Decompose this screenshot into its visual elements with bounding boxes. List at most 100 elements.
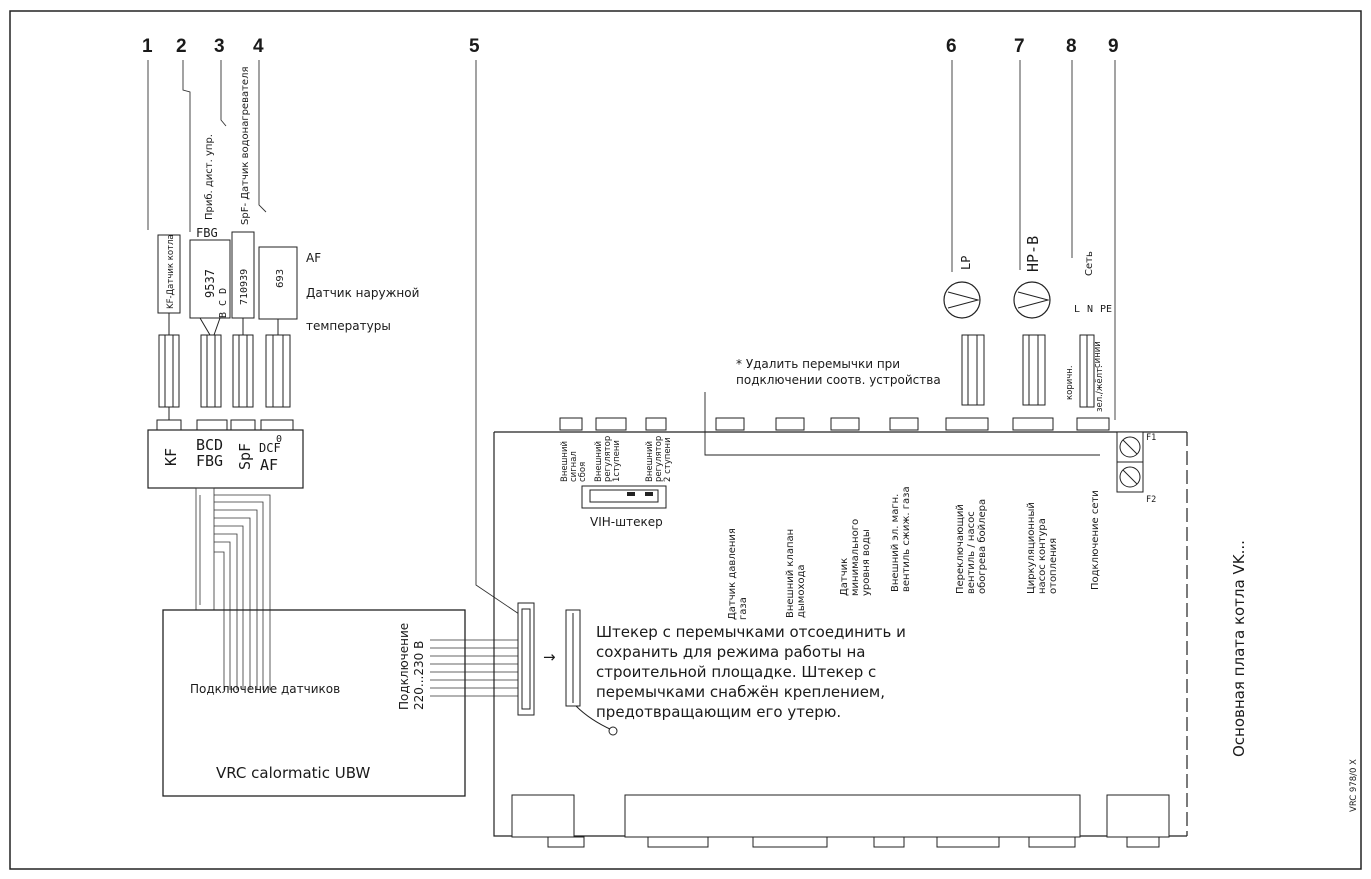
vrc-power-conn-1: Подключение	[397, 623, 411, 710]
callout-8: 8	[1066, 36, 1077, 57]
ext-signal-labels: Внешний сигнал сбоя Внешний регулятор 1с…	[560, 436, 673, 482]
fbg-title: Приб. дист. упр.	[204, 134, 215, 220]
svg-text:→: →	[543, 648, 556, 666]
spf-number: 710939	[239, 269, 250, 305]
bottom-connectors	[511, 794, 1170, 848]
wire-blue: синий	[1093, 341, 1103, 368]
lp-label: LP	[959, 256, 973, 270]
svg-text:обогрева бойлера: обогрева бойлера	[977, 499, 988, 594]
fbg-code: FBG	[196, 226, 218, 240]
svg-text:насос контура: насос контура	[1037, 518, 1048, 594]
sensor-af: 693 AF Датчик наружной температуры	[258, 246, 419, 431]
svg-text:перемычками снабжён крепление: перемычками снабжён креплением,	[596, 683, 885, 701]
fbg-pins: B C D	[218, 288, 229, 318]
svg-text:вентиль / насос: вентиль / насос	[966, 511, 977, 594]
jumper-note: Штекер с перемычками отсоединить и сохра…	[596, 623, 906, 721]
drawing-id: VRC 978/0 X	[1349, 759, 1359, 812]
callout-9: 9	[1108, 36, 1119, 57]
fbg-number: 9537	[203, 269, 217, 298]
leader-lines	[147, 60, 1116, 615]
board-title: Основная плата котла VK...	[1230, 540, 1248, 757]
svg-text:Циркуляционный: Циркуляционный	[1026, 502, 1037, 594]
tb-bcd: BCD	[196, 436, 223, 454]
svg-text:сбоя: сбоя	[578, 462, 588, 482]
sensor-fbg: Приб. дист. упр. FBG 9537 B C D	[189, 134, 231, 431]
sensor-terminal-block: KF BCD FBG SpF DCF 0 AF	[147, 429, 304, 489]
tb-spf: SpF	[236, 443, 254, 470]
mains-connection: Сеть L N PE коричн. синий зел./жёлт.	[1065, 251, 1112, 412]
mains-l: L	[1074, 304, 1080, 315]
tb-kf: KF	[162, 448, 180, 466]
svg-text:Штекер с перемычками отсоедини: Штекер с перемычками отсоединить и	[596, 623, 906, 641]
hpb-label: HP-B	[1024, 236, 1042, 272]
remove-jumpers-note: * Удалить перемычки при подключении соот…	[736, 357, 941, 387]
svg-text:строительной площадке. Штекер: строительной площадке. Штекер с	[596, 663, 876, 681]
pump-hpb: HP-B	[1013, 236, 1051, 406]
svg-text:уровня воды: уровня воды	[861, 529, 872, 596]
vrc-name: VRC calormatic UBW	[216, 764, 370, 782]
function-labels: Датчик давления газа Внешний клапан дымо…	[727, 486, 1101, 620]
fuse-f2-label: F2	[1146, 495, 1156, 505]
vrc-sensor-connection: Подключение датчиков	[190, 682, 340, 696]
vih-label: VIH-штекер	[590, 515, 663, 529]
svg-text:Внешний: Внешний	[560, 441, 570, 482]
svg-text:Подключение сети: Подключение сети	[1090, 490, 1101, 590]
wire-greenyellow: зел./жёлт.	[1095, 365, 1105, 412]
svg-text:* Удалить перемычки при: * Удалить перемычки при	[736, 357, 900, 371]
svg-text:Переключающий: Переключающий	[955, 504, 966, 594]
svg-text:сохранить для режима работы на: сохранить для режима работы на	[596, 643, 865, 661]
tb-af: AF	[260, 456, 278, 474]
svg-text:отопления: отопления	[1048, 538, 1059, 594]
callout-4: 4	[253, 36, 264, 57]
callout-5: 5	[469, 36, 480, 57]
svg-text:Внешний: Внешний	[645, 441, 655, 482]
af-desc-1: Датчик наружной	[306, 286, 419, 300]
svg-text:сигнал: сигнал	[569, 451, 579, 482]
mains-pe: PE	[1100, 304, 1112, 315]
svg-text:дымохода: дымохода	[796, 564, 807, 618]
callout-2: 2	[176, 36, 187, 57]
svg-text:подключении соотв. устройства: подключении соотв. устройства	[736, 373, 941, 387]
kf-label: KF-Датчик котла	[166, 234, 176, 309]
svg-text:Датчик: Датчик	[839, 558, 850, 596]
svg-text:2 ступени: 2 ступени	[663, 437, 673, 482]
wire-brown: коричн.	[1065, 365, 1075, 400]
sensor-kf: KF-Датчик котла	[156, 234, 182, 431]
tb-fbg: FBG	[196, 452, 223, 470]
svg-text:1ступени: 1ступени	[612, 440, 622, 482]
sensor-spf: SpF- Датчик водонагревателя 710939	[230, 67, 256, 431]
jumper-plug: →	[517, 602, 618, 736]
af-desc-2: температуры	[306, 319, 391, 333]
af-code: AF	[306, 251, 321, 265]
vih-connector: VIH-штекер	[581, 485, 667, 529]
svg-text:вентиль сжиж. газа: вентиль сжиж. газа	[901, 486, 912, 592]
fuse-f1-label: F1	[1146, 433, 1156, 443]
mains-n: N	[1087, 304, 1093, 315]
svg-text:минимального: минимального	[850, 519, 861, 596]
mains-label: Сеть	[1084, 251, 1095, 276]
tb-dcf: DCF	[259, 441, 281, 455]
svg-text:газа: газа	[738, 597, 749, 620]
callout-numbers: 1 2 3 4 5 6 7 8 9	[142, 36, 1119, 57]
callout-6: 6	[946, 36, 957, 57]
pump-lp: LP	[943, 256, 985, 406]
svg-text:Внешний: Внешний	[594, 441, 604, 482]
callout-7: 7	[1014, 36, 1025, 57]
tb-zero: 0	[276, 434, 282, 445]
outer-frame	[9, 10, 1362, 870]
svg-text:Датчик давления: Датчик давления	[727, 528, 738, 620]
svg-text:Внешний эл. магн.: Внешний эл. магн.	[890, 494, 901, 592]
vrc-power-conn-2: 220...230 В	[412, 641, 426, 710]
svg-text:Внешний клапан: Внешний клапан	[785, 529, 796, 618]
svg-text:регулятор: регулятор	[603, 436, 613, 482]
af-number: 693	[275, 269, 286, 288]
callout-3: 3	[214, 36, 225, 57]
svg-text:предотвращающим его утерю.: предотвращающим его утерю.	[596, 703, 841, 721]
fuse-f1	[1116, 431, 1144, 463]
main-board: Основная плата котла VK... Внешний сигна…	[493, 357, 1248, 848]
vrc-unit: Подключение датчиков Подключение 220...2…	[162, 609, 518, 797]
spf-title: SpF- Датчик водонагревателя	[240, 67, 251, 226]
fuse-f2	[1116, 461, 1144, 493]
svg-text:регулятор: регулятор	[654, 436, 664, 482]
